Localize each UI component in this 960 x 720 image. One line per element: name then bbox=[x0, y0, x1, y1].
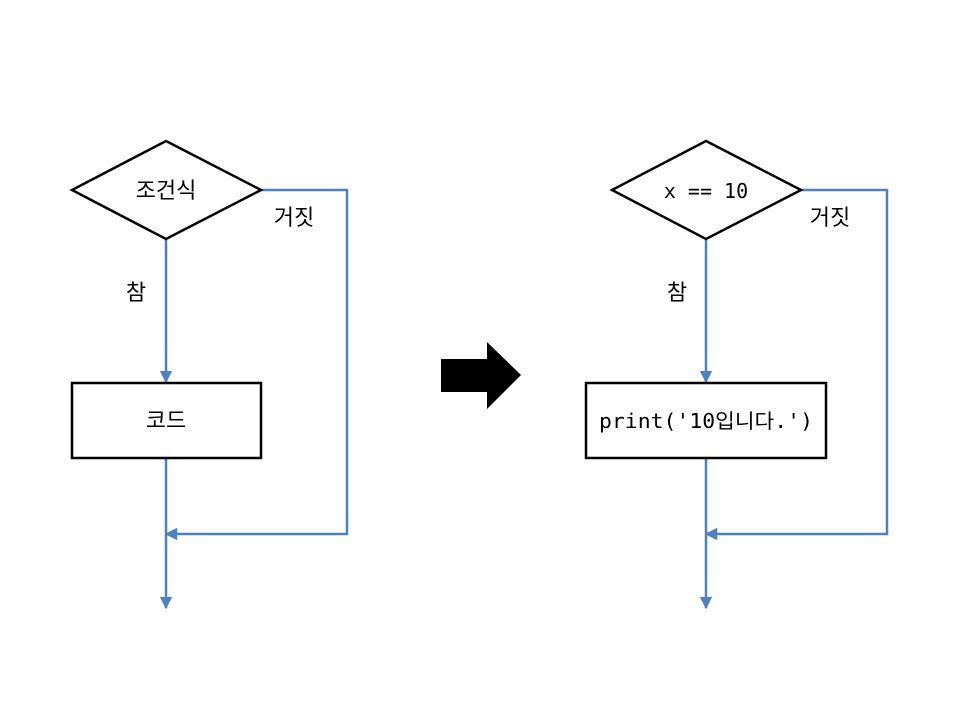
left-decision-diamond bbox=[69, 139, 264, 241]
right-arrow-icon bbox=[441, 342, 521, 409]
left-true-label: 참 bbox=[126, 281, 146, 306]
right-flowchart: x == 10 거짓 참 print('10입니다.') bbox=[584, 139, 889, 610]
left-condition-label: 조건식 bbox=[136, 179, 197, 204]
right-process-box bbox=[584, 381, 828, 460]
right-condition-label: x == 10 bbox=[664, 179, 748, 203]
right-true-label: 참 bbox=[667, 281, 687, 306]
left-flowchart: 조건식 거짓 참 코드 bbox=[69, 139, 349, 610]
right-body-label: print('10입니다.') bbox=[599, 409, 813, 433]
left-false-flow-line bbox=[164, 188, 349, 541]
right-false-label: 거짓 bbox=[810, 206, 850, 231]
left-false-label: 거짓 bbox=[274, 206, 314, 231]
right-false-flow-line bbox=[704, 188, 889, 541]
left-body-label: 코드 bbox=[146, 409, 186, 434]
left-process-box bbox=[70, 381, 263, 460]
right-decision-diamond bbox=[609, 139, 804, 241]
